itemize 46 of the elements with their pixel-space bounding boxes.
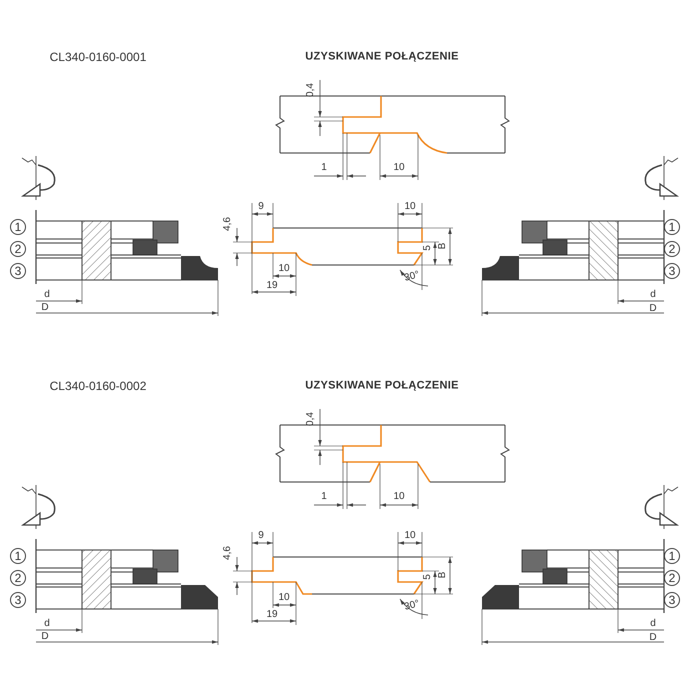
dimension-value: 1 bbox=[321, 492, 327, 502]
dimension-value: 5 bbox=[423, 574, 433, 580]
callout-number: 3 bbox=[10, 263, 26, 279]
dimension-value: B bbox=[438, 242, 448, 250]
dimension-value: 0,4 bbox=[306, 412, 316, 426]
dimension-value: 10 bbox=[278, 264, 290, 274]
section-heading: UZYSKIWANE POŁĄCZENIE bbox=[305, 52, 459, 62]
callout-number: 3 bbox=[664, 592, 680, 608]
callout-number: 1 bbox=[10, 548, 26, 564]
dimension-value: 1 bbox=[321, 163, 327, 173]
drawing-number: CL340-0160-0001 bbox=[50, 51, 146, 63]
dimension-value: 9 bbox=[258, 531, 264, 541]
callout-number: 3 bbox=[10, 592, 26, 608]
dimension-value: 4,6 bbox=[223, 217, 233, 231]
dimension-value: 10 bbox=[404, 202, 416, 212]
section-heading: UZYSKIWANE POŁĄCZENIE bbox=[305, 380, 459, 392]
dimension-value: 19 bbox=[266, 610, 278, 620]
dimension-value: 4,6 bbox=[223, 546, 233, 560]
drawing-number: CL340-0160-0002 bbox=[50, 380, 146, 392]
dimension-value: 9 bbox=[258, 202, 264, 212]
dimension-value: D bbox=[649, 304, 657, 314]
dimension-value: 19 bbox=[266, 281, 278, 291]
callout-number: 1 bbox=[664, 548, 680, 564]
dimension-value: 10 bbox=[278, 593, 290, 603]
dimension-value: D bbox=[41, 632, 49, 642]
dimension-value: B bbox=[438, 572, 448, 578]
callout-number: 2 bbox=[664, 570, 680, 586]
callout-number: 1 bbox=[664, 219, 680, 235]
dimension-value: 10 bbox=[404, 531, 416, 541]
dimension-value: 30° bbox=[403, 270, 421, 284]
callout-number: 2 bbox=[10, 570, 26, 586]
dimension-value: 5 bbox=[423, 245, 433, 251]
callout-number: 1 bbox=[10, 219, 26, 235]
callout-number: 3 bbox=[664, 263, 680, 279]
dimension-value: d bbox=[44, 619, 50, 629]
dimension-value: 0,4 bbox=[306, 83, 316, 97]
callout-number: 2 bbox=[664, 241, 680, 257]
dimension-value: D bbox=[649, 633, 657, 643]
dimension-value: d bbox=[44, 290, 50, 300]
dimension-value: 10 bbox=[393, 163, 405, 173]
dimension-value: d bbox=[650, 619, 656, 629]
dimension-value: 30° bbox=[403, 599, 421, 613]
dimension-value: d bbox=[650, 290, 656, 300]
dimension-value: 10 bbox=[393, 492, 405, 502]
callout-number: 2 bbox=[10, 241, 26, 257]
dimension-value: D bbox=[41, 303, 49, 313]
